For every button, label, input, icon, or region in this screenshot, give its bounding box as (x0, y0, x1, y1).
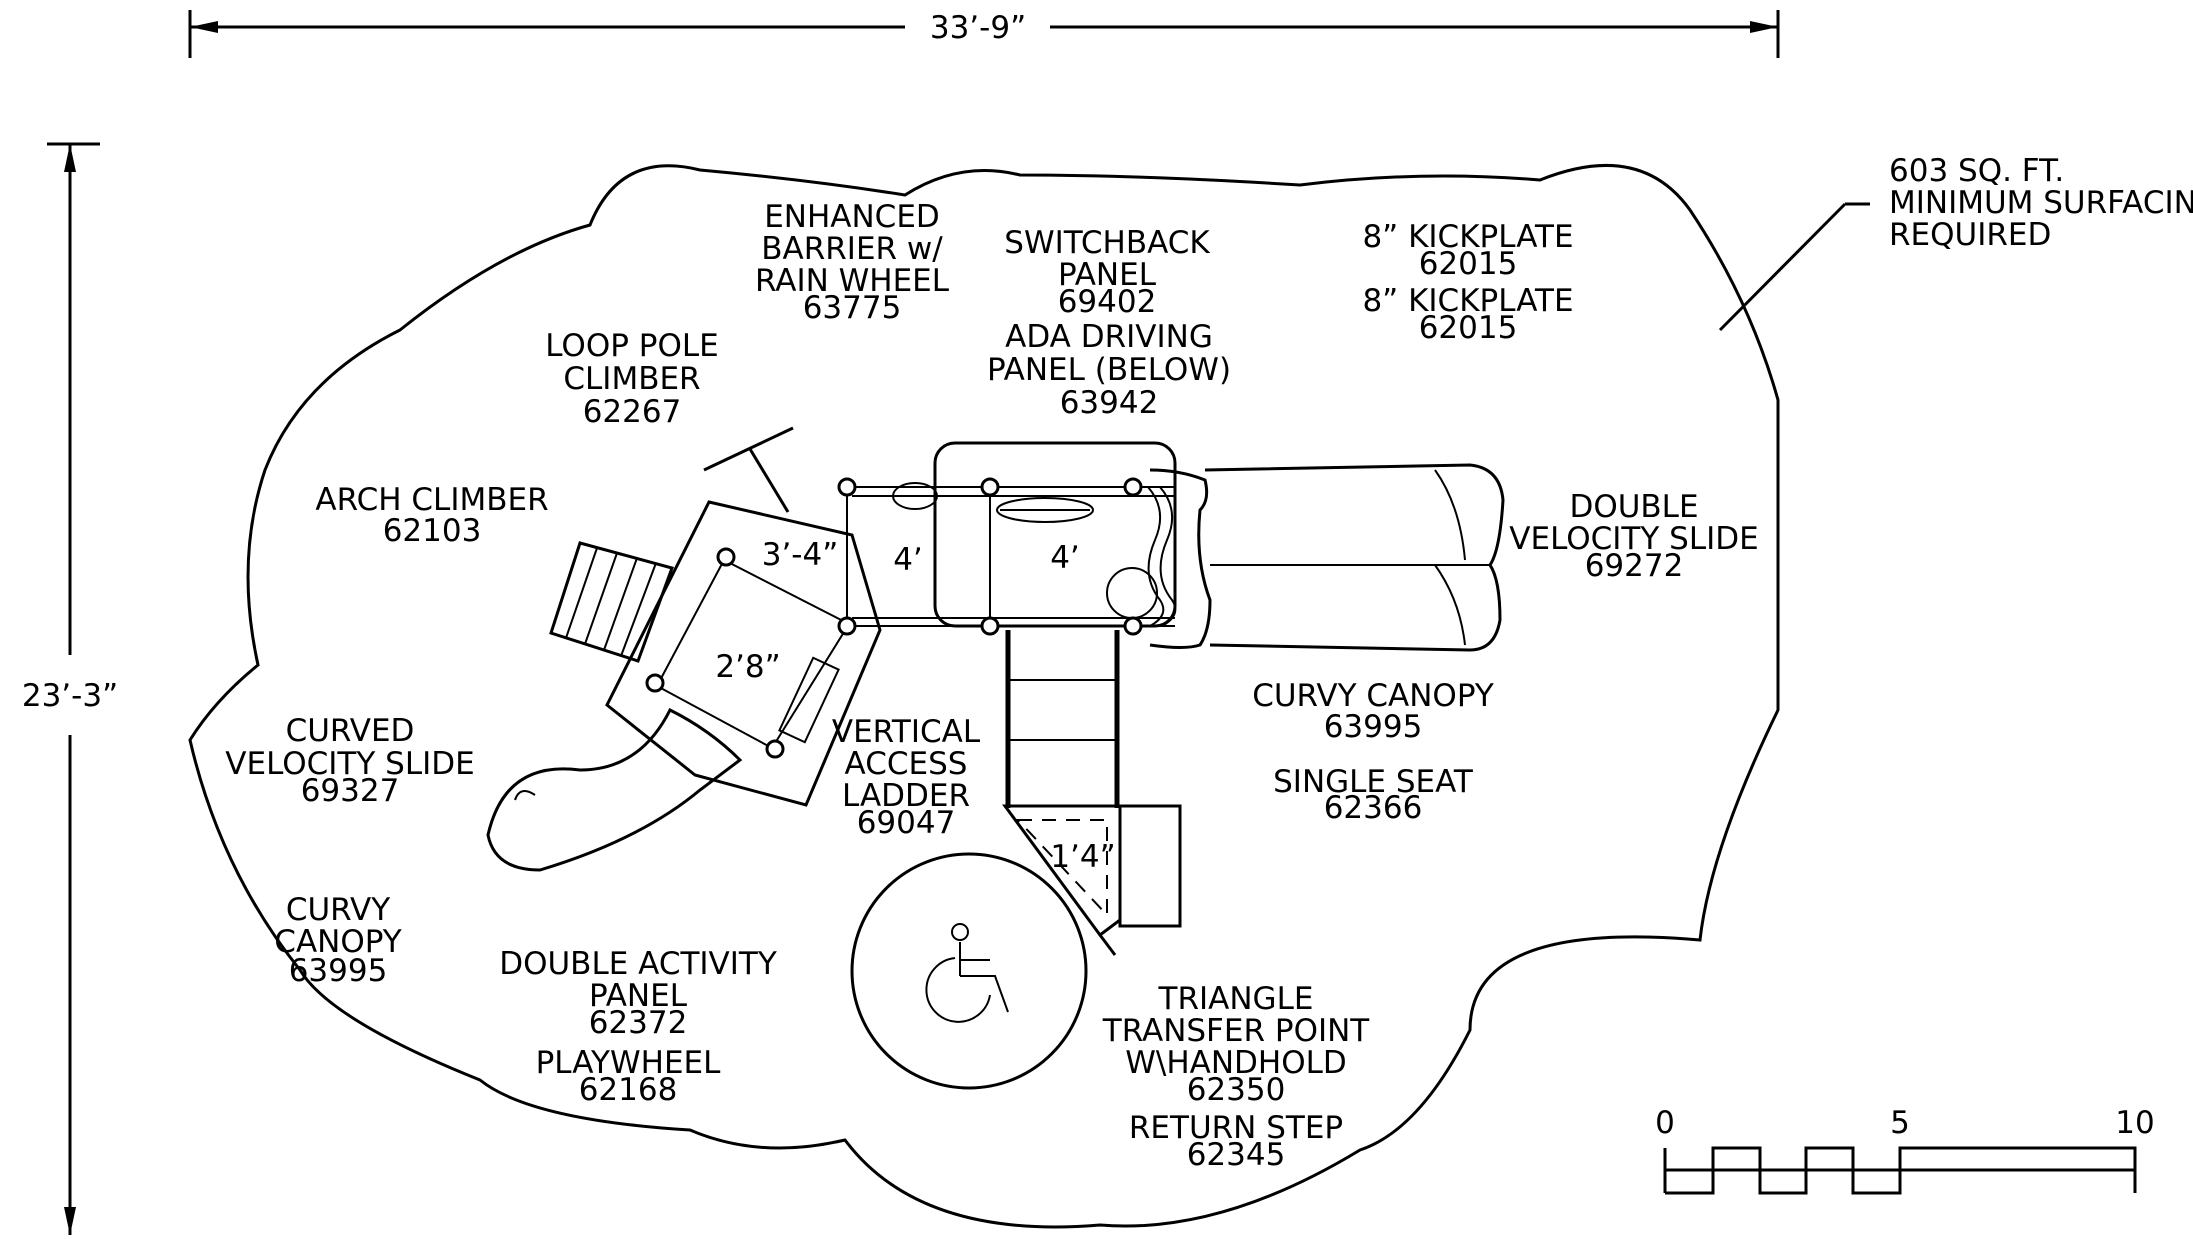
label-line: 63995 (289, 953, 388, 989)
label-line: 69402 (1058, 284, 1157, 320)
label-loop-pole-climber: LOOP POLE CLIMBER 62267 (545, 328, 718, 430)
label-line: 62345 (1187, 1137, 1286, 1173)
label-line: 62366 (1324, 790, 1423, 826)
label-line: BARRIER w/ (761, 231, 943, 267)
label-line: 63942 (1060, 385, 1159, 421)
scale-bar: 0 5 10 (1655, 1105, 2155, 1195)
curved-velocity-slide-drawing (486, 707, 743, 872)
label-line: ARCH CLIMBER (315, 482, 548, 518)
scale-tick-0: 0 (1655, 1105, 1675, 1141)
surfacing-note-line-2: MINIMUM SURFACING (1889, 185, 2193, 221)
label-kickplate-1: 8” KICKPLATE 62015 (1362, 219, 1573, 282)
label-line: PANEL (BELOW) (987, 352, 1231, 388)
label-line: 62372 (589, 1005, 688, 1041)
label-line: 62267 (583, 394, 682, 430)
label-kickplate-2: 8” KICKPLATE 62015 (1362, 283, 1573, 346)
label-line: RETURN STEP (1129, 1110, 1343, 1146)
label-line: PLAYWHEEL (536, 1045, 722, 1081)
label-line: CURVY CANOPY (1252, 678, 1494, 714)
label-line: VERTICAL (832, 714, 981, 750)
label-line: TRIANGLE (1158, 981, 1314, 1017)
height-dimension: 23’-3” (22, 142, 118, 1235)
surfacing-note-line-3: REQUIRED (1889, 217, 2051, 253)
label-line: 62015 (1419, 310, 1518, 346)
label-enhanced-barrier: ENHANCED BARRIER w/ RAIN WHEEL 63775 (755, 199, 950, 326)
height-dimension-label: 23’-3” (22, 678, 118, 714)
label-line: CURVY (286, 892, 390, 928)
label-vertical-access-ladder: VERTICAL ACCESS LADDER 69047 (832, 714, 981, 841)
label-line: 63775 (803, 290, 902, 326)
width-dimension: 33’-9” (188, 10, 1780, 58)
label-line: 62103 (383, 513, 482, 549)
main-deck-drawing (846, 441, 1177, 628)
width-dimension-label: 33’-9” (930, 10, 1026, 46)
label-line: DOUBLE ACTIVITY (499, 946, 777, 982)
label-line: 62350 (1187, 1072, 1286, 1108)
label-line: PANEL (1058, 257, 1157, 293)
label-line: CLIMBER (563, 361, 700, 397)
label-line: RAIN WHEEL (755, 263, 950, 299)
label-line: LADDER (842, 778, 970, 814)
label-line: 69272 (1585, 548, 1684, 584)
label-line: CURVED (286, 713, 415, 749)
arch-climber-drawing (549, 541, 674, 663)
label-single-seat: SINGLE SEAT 62366 (1273, 764, 1474, 826)
label-arch-climber: ARCH CLIMBER 62103 (315, 482, 548, 549)
label-curvy-canopy-left: CURVY CANOPY 63995 (274, 892, 401, 989)
label-line: 62168 (579, 1072, 678, 1108)
label-line: ADA DRIVING (1005, 319, 1213, 355)
scale-tick-10: 10 (2115, 1105, 2154, 1141)
label-line: PANEL (589, 978, 688, 1014)
loop-pole-climber-drawing (703, 426, 794, 513)
label-line: VELOCITY SLIDE (1509, 521, 1758, 557)
label-line: VELOCITY SLIDE (225, 746, 474, 782)
surfacing-note-line-1: 603 SQ. FT. (1889, 153, 2064, 189)
label-line: DOUBLE (1569, 489, 1698, 525)
label-curved-velocity-slide: CURVED VELOCITY SLIDE 69327 (225, 713, 474, 809)
deck-height-d: 2’8” (715, 649, 780, 685)
label-curvy-canopy-right: CURVY CANOPY 63995 (1252, 678, 1494, 745)
label-double-velocity-slide: DOUBLE VELOCITY SLIDE 69272 (1509, 489, 1758, 584)
label-switchback-panel: SWITCHBACK PANEL 69402 (1004, 225, 1210, 320)
label-return-step: RETURN STEP 62345 (1129, 1110, 1343, 1173)
label-playwheel: PLAYWHEEL 62168 (536, 1045, 722, 1108)
surfacing-note: 603 SQ. FT. MINIMUM SURFACING REQUIRED (1718, 153, 2193, 332)
label-line: SWITCHBACK (1004, 225, 1210, 261)
wheelchair-icon (925, 923, 1009, 1023)
label-line: 69047 (857, 805, 956, 841)
label-double-activity-panel: DOUBLE ACTIVITY PANEL 62372 (499, 946, 777, 1041)
label-line: ENHANCED (764, 199, 940, 235)
label-line: LOOP POLE (545, 328, 718, 364)
label-line: 8” KICKPLATE (1362, 219, 1573, 255)
accessible-area (850, 852, 1088, 1090)
label-line: 63995 (1324, 709, 1423, 745)
label-line: CANOPY (274, 924, 401, 960)
double-velocity-slide-drawing (1149, 463, 1505, 652)
label-line: 62015 (1419, 246, 1518, 282)
surfacing-boundary (188, 163, 1780, 1229)
label-line: 69327 (301, 773, 400, 809)
vertical-access-ladder-drawing (1005, 630, 1120, 808)
label-line: TRANSFER POINT (1102, 1013, 1371, 1049)
deck-height-a: 3’-4” (762, 537, 839, 573)
transfer-point-drawing (1002, 804, 1182, 956)
deck-height-b: 4’ (893, 542, 923, 578)
transfer-height: 1’4” (1050, 839, 1115, 875)
label-triangle-transfer-point: TRIANGLE TRANSFER POINT W\HANDHOLD 62350 (1102, 981, 1371, 1108)
deck-posts (645, 477, 1143, 759)
label-line: 8” KICKPLATE (1362, 283, 1573, 319)
deck-height-c: 4’ (1050, 540, 1080, 576)
scale-tick-5: 5 (1890, 1105, 1910, 1141)
label-line: ACCESS (845, 746, 968, 782)
label-line: W\HANDHOLD (1125, 1045, 1347, 1081)
label-line: SINGLE SEAT (1273, 764, 1474, 800)
label-ada-driving-panel: ADA DRIVING PANEL (BELOW) 63942 (987, 319, 1231, 421)
